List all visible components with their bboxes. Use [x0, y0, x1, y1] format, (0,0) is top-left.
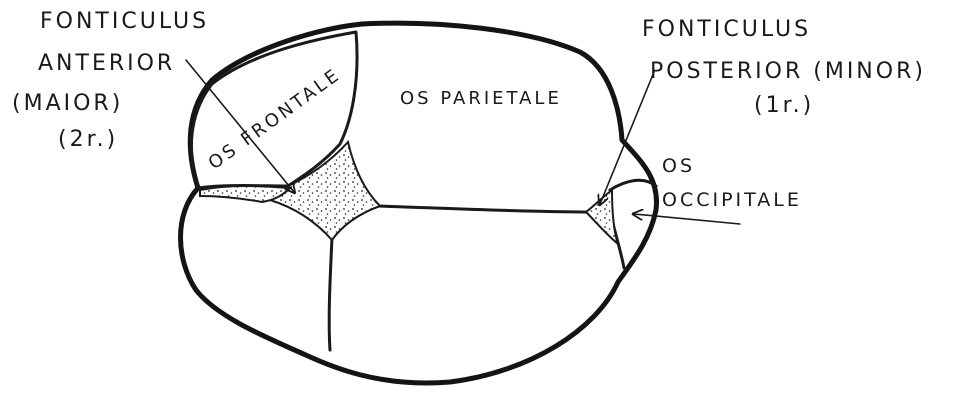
sagittal-suture [378, 206, 590, 212]
anterior-label-line1: FONTICULUS [40, 9, 209, 34]
skull-outline [181, 23, 657, 383]
occipital-pointer-arrow [634, 214, 740, 224]
frontal-bone-label: OS FRONTALE [205, 64, 345, 174]
anterior-fontanelle-label: FONTICULUS ANTERIOR (MAIOR) (2r.) [12, 9, 209, 152]
posterior-pointer-line [600, 72, 654, 204]
parietal-bone-label: OS PARIETALE [400, 88, 562, 109]
posterior-label-line2: POSTERIOR (MINOR) [650, 59, 926, 84]
anterior-label-line4: (2r.) [58, 127, 118, 152]
anterior-label-line3: (MAIOR) [12, 91, 123, 116]
posterior-label-line1: FONTICULUS [642, 17, 811, 42]
lower-suture [329, 238, 332, 350]
posterior-fontanelle-label: FONTICULUS POSTERIOR (MINOR) (1r.) [642, 17, 926, 118]
occipital-label: OS OCCIPITALE [662, 155, 802, 211]
occipital-bone-outline [610, 180, 656, 268]
anterior-label-line2: ANTERIOR [38, 51, 175, 76]
occipital-label-line1: OS [662, 155, 695, 177]
occipital-label-line2: OCCIPITALE [662, 189, 802, 211]
posterior-label-line3: (1r.) [754, 93, 814, 118]
